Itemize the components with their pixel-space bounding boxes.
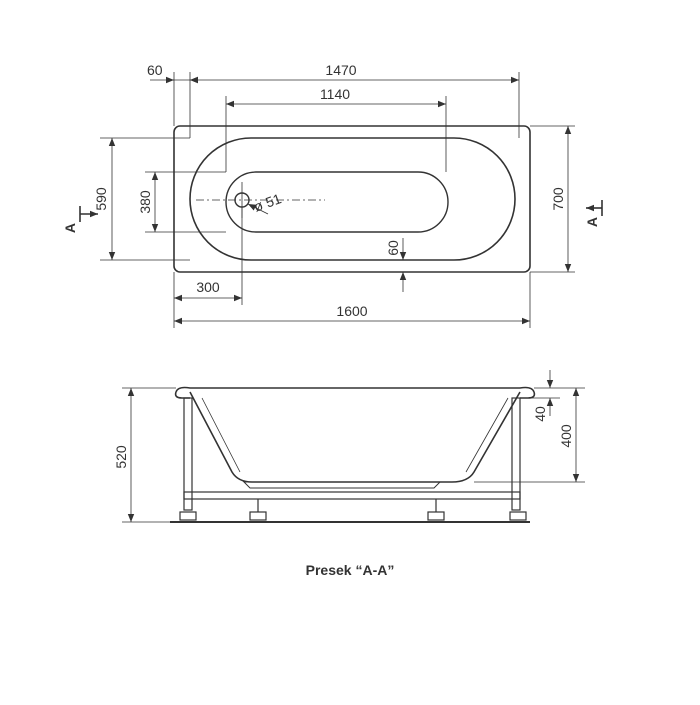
dim-label-520: 520 bbox=[113, 445, 129, 469]
foot-1 bbox=[179, 511, 197, 521]
foot-2 bbox=[249, 511, 267, 521]
dim-label-700: 700 bbox=[550, 187, 566, 211]
section-label-right: A bbox=[584, 217, 600, 227]
tub-inner-basin bbox=[189, 137, 516, 261]
dim-label-1470: 1470 bbox=[325, 62, 356, 78]
tub-basin-profile bbox=[189, 391, 521, 483]
dim-label-1140: 1140 bbox=[320, 86, 350, 102]
dim-label-diameter: ø 51 bbox=[252, 190, 284, 215]
frame-crossbar bbox=[183, 491, 521, 500]
dim-label-60-inner: 60 bbox=[385, 240, 401, 256]
dim-label-40: 40 bbox=[532, 406, 548, 422]
section-caption: Presek “A-A” bbox=[305, 562, 395, 578]
section-view-labels: 520 40 400 bbox=[113, 406, 574, 469]
frame-leg-left bbox=[183, 397, 193, 511]
dim-label-590: 590 bbox=[93, 187, 109, 211]
dim-label-400: 400 bbox=[558, 424, 574, 448]
dim-label-1600: 1600 bbox=[336, 303, 367, 319]
top-view bbox=[173, 125, 531, 273]
section-label-left: A bbox=[62, 223, 78, 233]
section-view-dimensions bbox=[122, 370, 585, 523]
tub-outer-rim bbox=[173, 125, 531, 273]
foot-4 bbox=[509, 511, 527, 521]
dim-label-380: 380 bbox=[137, 190, 153, 214]
section-view bbox=[170, 386, 536, 523]
top-view-dimensions bbox=[79, 72, 603, 328]
dim-label-60-left: 60 bbox=[147, 62, 163, 78]
diameter-leader bbox=[247, 203, 269, 215]
tub-rim-profile bbox=[175, 386, 535, 393]
frame-leg-right bbox=[511, 397, 521, 511]
tub-floor bbox=[225, 171, 449, 233]
foot-3 bbox=[427, 511, 445, 521]
dim-label-300: 300 bbox=[196, 279, 220, 295]
